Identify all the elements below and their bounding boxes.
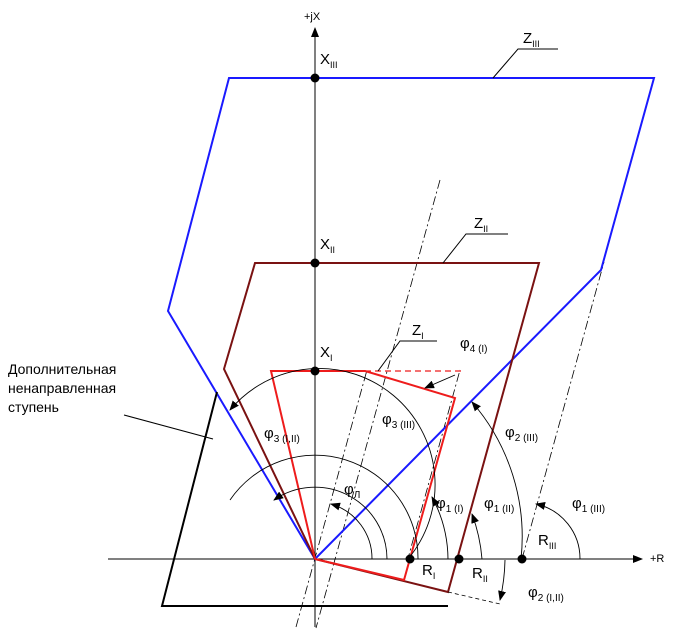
note-leader xyxy=(123,414,214,440)
x3-label: XIII xyxy=(320,51,338,70)
nondirectional-step-note: Дополнительная ненаправленная ступень xyxy=(8,361,116,415)
arc-phi-l xyxy=(330,502,373,560)
arc-phi1-2 xyxy=(471,513,483,560)
arc-phi3-12 xyxy=(273,486,388,560)
angle-arcs xyxy=(229,368,581,601)
point-x3 xyxy=(310,73,320,83)
zone-1-characteristic xyxy=(269,370,457,582)
points xyxy=(310,73,527,564)
note-line-1: Дополнительная xyxy=(8,361,116,377)
arc-phi2-12 xyxy=(498,559,506,601)
arc-phi1-1 xyxy=(431,496,449,560)
arc-phi1-3 xyxy=(535,502,581,560)
phi1-2-label: φ1 (II) xyxy=(484,495,514,515)
x2-label: XII xyxy=(320,236,335,255)
zone1-angle-guide xyxy=(406,369,461,563)
phi-l-label: φЛ xyxy=(344,481,360,501)
phi1-1-label: φ1 (I) xyxy=(436,495,464,515)
zone-2-label: ZII xyxy=(474,215,488,234)
zone-2-leader xyxy=(442,233,508,264)
arc-phi2-3 xyxy=(471,401,523,560)
axes: +R +jX xyxy=(108,11,664,627)
zone-label-leaders xyxy=(377,48,558,372)
r3-label: RIII xyxy=(538,532,556,551)
point-r1 xyxy=(405,554,415,564)
point-r3 xyxy=(517,554,527,564)
phi4-1-label: φ4 (I) xyxy=(460,335,488,355)
zone-2-bottom-extension xyxy=(447,591,501,605)
zone-3-label: ZIII xyxy=(523,30,540,49)
zone-3-characteristic xyxy=(166,77,656,561)
point-r2 xyxy=(454,554,464,564)
phi3-3-label: φ3 (III) xyxy=(382,411,415,431)
line-angle-guide xyxy=(295,369,368,628)
arc-phi3-3-main xyxy=(229,368,436,560)
x-axis-label: +R xyxy=(650,553,664,565)
nondirectional-step-characteristic xyxy=(160,391,448,607)
r2-label: RII xyxy=(472,565,488,584)
arc-phi3-3 xyxy=(229,454,419,560)
note-line-3: ступень xyxy=(8,399,59,415)
phi2-12-label: φ2 (I,II) xyxy=(528,584,564,604)
dashdot-guides xyxy=(295,179,605,629)
phi3-12-label: φ3 (I,II) xyxy=(264,425,300,445)
zone-1-label: ZI xyxy=(412,322,424,341)
note-line-2: ненаправленная xyxy=(8,380,116,396)
phi1-3-label: φ1 (III) xyxy=(572,495,605,515)
point-x2 xyxy=(310,258,320,268)
phi2-3-label: φ2 (III) xyxy=(505,424,538,444)
x1-label: XI xyxy=(320,344,333,363)
zone-1-leader xyxy=(377,340,437,372)
point-x1 xyxy=(310,366,320,376)
arc-phi4-1 xyxy=(424,374,456,389)
y-axis-label: +jX xyxy=(304,11,321,23)
zone2-angle-guide xyxy=(315,179,441,629)
zone-3-leader xyxy=(492,48,558,79)
r1-label: RI xyxy=(422,562,435,581)
